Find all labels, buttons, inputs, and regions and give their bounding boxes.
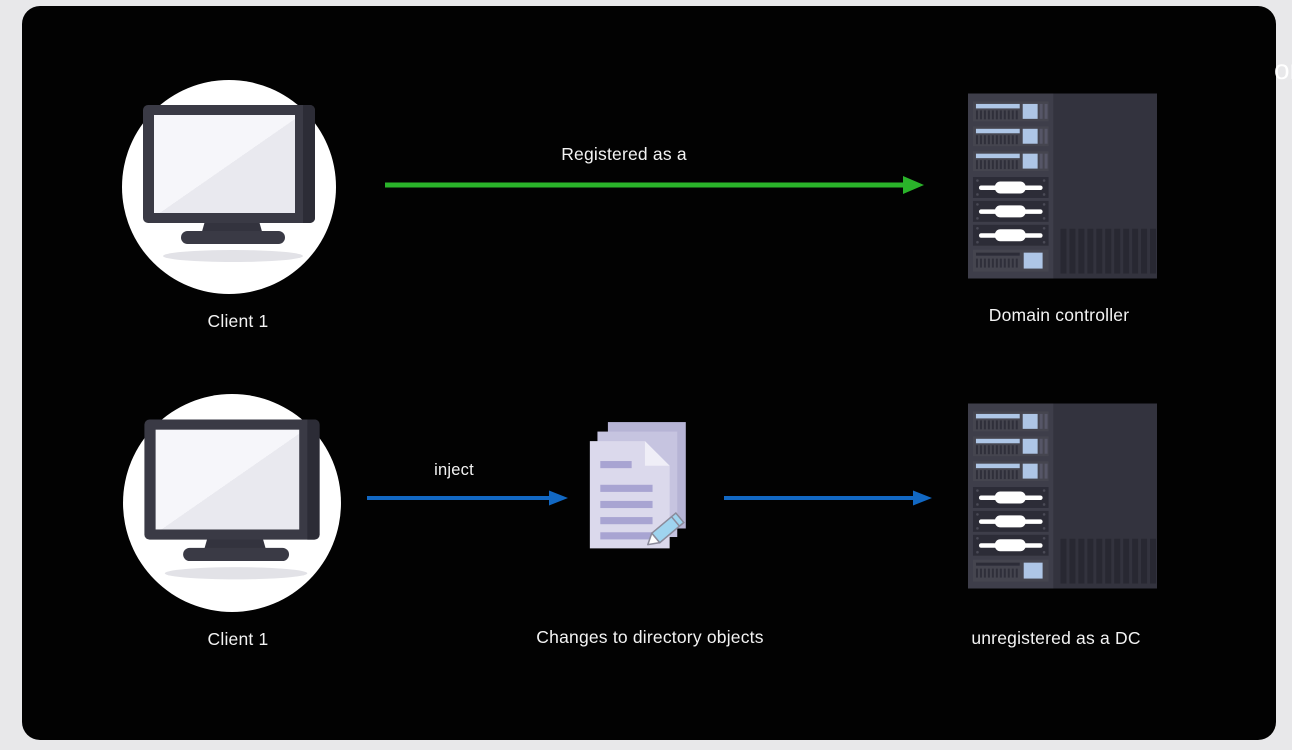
clipped-edge-text: or: [1274, 54, 1292, 85]
inject-arrow: [367, 490, 568, 506]
domain-controller-label: Domain controller: [988, 305, 1130, 325]
registered-arrow: [385, 176, 924, 194]
unregistered-label: unregistered as a DC: [971, 628, 1141, 648]
client-computer-icon: [123, 394, 341, 612]
client-label: Client 1: [207, 629, 269, 649]
client-label: Client 1: [207, 311, 269, 331]
changes-label: Changes to directory objects: [536, 627, 764, 647]
server-rack-icon: [968, 403, 1157, 589]
pencil-icon: [647, 511, 685, 546]
registered-arrow-label: Registered as a: [561, 144, 687, 164]
inject-arrow-label: inject: [434, 461, 474, 479]
inject-arrow-2: [724, 490, 932, 506]
server-rack-icon: [968, 93, 1157, 279]
client-computer-icon: [122, 80, 336, 294]
documents-icon: [589, 422, 686, 549]
